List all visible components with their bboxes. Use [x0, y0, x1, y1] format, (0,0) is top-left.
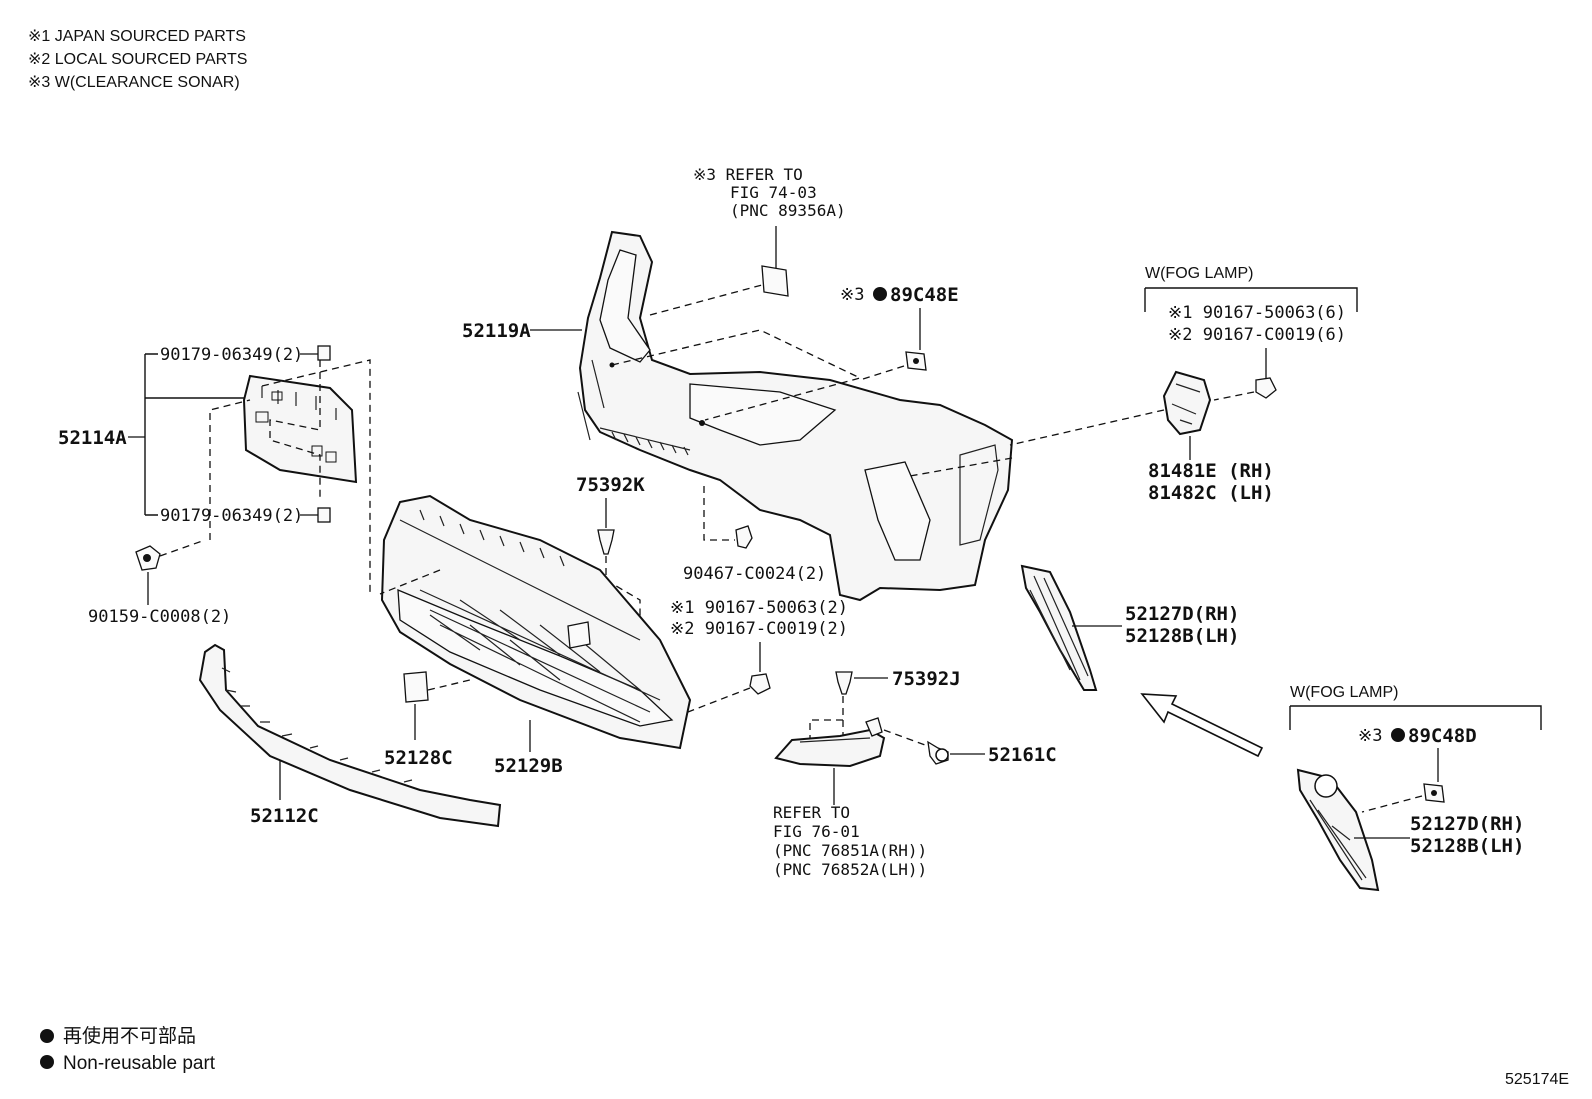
label-fog-screw-1: ※1 90167-50063(6): [1168, 303, 1346, 323]
label-fog-cover-rh: 52127D(RH): [1410, 813, 1524, 835]
license-bracket-drawing: [242, 374, 358, 484]
sonar-ref-line-2: FIG 74-03: [730, 183, 817, 202]
figure-id: 525174E: [1505, 1071, 1569, 1088]
label-fog-bracket-lh: 81482C (LH): [1148, 482, 1274, 504]
label-bumper-cover: 52119A: [462, 320, 531, 342]
label-lower-spoiler: 52112C: [250, 805, 319, 827]
grille-opening-cover: [567, 621, 591, 649]
sonar-hole-cover: [761, 265, 789, 297]
label-sonar-retainer-bottom: 89C48D: [1408, 725, 1477, 747]
label-side-cover-lh: 52128B(LH): [1125, 625, 1239, 647]
label-fog-bracket-rh: 81481E (RH): [1148, 460, 1274, 482]
label-clip-52161c: 52161C: [988, 744, 1057, 766]
lamp-ref-line-2: FIG 76-01: [773, 822, 860, 841]
non-reusable-dot-bottom: [1391, 728, 1405, 742]
label-clip-k: 75392K: [576, 474, 645, 496]
clip-j-part: [835, 671, 853, 695]
fog-cover-drawing: [1296, 768, 1380, 892]
sonar-mark-top: ※3: [840, 285, 864, 305]
direction-arrow: [1140, 693, 1264, 758]
label-license-bracket: 52114A: [58, 427, 127, 449]
label-fog-cover-lh: 52128B(LH): [1410, 835, 1524, 857]
label-screw-center-1: ※1 90167-50063(2): [670, 598, 848, 618]
label-cover-plug: 52128C: [384, 747, 453, 769]
lower-spoiler-drawing: [198, 643, 502, 828]
lamp-ref-line-1: REFER TO: [773, 803, 850, 822]
fog-lamp-header-top: W(FOG LAMP): [1145, 265, 1253, 282]
lamp-ref-line-4: (PNC 76852A(LH)): [773, 860, 927, 879]
label-retainer: 90467-C0024(2): [683, 564, 826, 584]
label-sonar-retainer-top: 89C48E: [890, 284, 959, 306]
side-cover-drawing: [1020, 564, 1098, 691]
label-fog-screw-2: ※2 90167-C0019(6): [1168, 325, 1346, 345]
lower-grille-drawing: [380, 494, 692, 750]
fog-bracket-drawing: [1162, 370, 1212, 436]
clip-k-part: [597, 529, 615, 555]
label-side-cover-rh: 52127D(RH): [1125, 603, 1239, 625]
legend-japanese: 再使用不可部品: [63, 1025, 196, 1047]
legend-dot-jp: [40, 1029, 54, 1043]
legend-dot-en: [40, 1055, 54, 1069]
retainer-part: [735, 525, 753, 549]
license-screw-bottom-part: [317, 507, 331, 523]
lamp-ref-line-3: (PNC 76851A(RH)): [773, 841, 927, 860]
note-local-sourced: ※2 LOCAL SOURCED PARTS: [28, 51, 247, 68]
non-reusable-dot-top: [873, 287, 887, 301]
sonar-ref-line-3: (PNC 89356A): [730, 201, 846, 220]
label-license-screw-bottom: 90179-06349(2): [160, 506, 303, 526]
label-screw-center-2: ※2 90167-C0019(2): [670, 619, 848, 639]
label-lower-grille: 52129B: [494, 755, 563, 777]
label-license-bolt: 90159-C0008(2): [88, 607, 231, 627]
legend-english: Non-reusable part: [63, 1053, 216, 1074]
sonar-mark-bottom: ※3: [1358, 726, 1382, 746]
label-license-screw-top: 90179-06349(2): [160, 345, 303, 365]
bumper-cover-drawing: [577, 230, 1014, 602]
fog-lamp-header-bottom: W(FOG LAMP): [1290, 684, 1398, 701]
label-clip-j: 75392J: [892, 668, 961, 690]
license-screw-top-part: [317, 345, 331, 361]
fog-screw-part: [1255, 377, 1277, 399]
cover-plug-part: [403, 671, 429, 703]
screw-center-part: [749, 673, 771, 695]
turn-lamp-drawing: [774, 717, 886, 768]
note-japan-sourced: ※1 JAPAN SOURCED PARTS: [28, 28, 246, 45]
note-clearance-sonar: ※3 W(CLEARANCE SONAR): [28, 74, 240, 91]
sonar-ref-line-1: ※3 REFER TO: [693, 165, 803, 184]
